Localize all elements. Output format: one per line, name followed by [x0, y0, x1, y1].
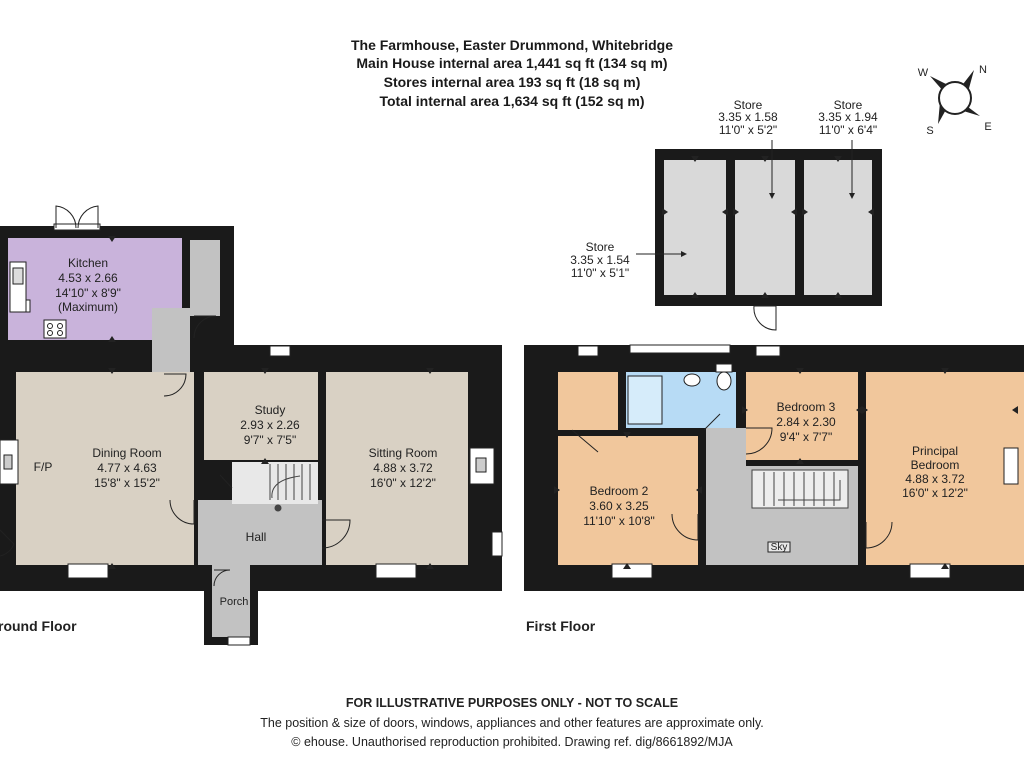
study-imperial: 9'7" x 7'5" — [244, 433, 296, 447]
kitchen-imperial: 14'10" x 8'9" — [55, 286, 121, 300]
sitting-room-name: Sitting Room — [369, 446, 438, 460]
ground-door-swings — [0, 315, 351, 587]
compass-south: S — [926, 125, 933, 137]
sitting-room-metric: 4.88 x 3.72 — [373, 461, 433, 475]
bedroom-2-metric: 3.60 x 3.25 — [589, 499, 649, 513]
utility-area — [190, 240, 220, 316]
plan-title: The Farmhouse, Easter Drummond, Whitebri… — [350, 37, 674, 53]
total-area: Total internal area 1,634 sq ft (152 sq … — [379, 93, 645, 109]
chimney-left — [577, 345, 599, 357]
fireplace-label: F/P — [34, 460, 53, 474]
store-1-metric: 3.35 x 1.58 — [718, 110, 778, 124]
bedroom-3-floor — [746, 372, 858, 460]
dining-room-metric: 4.77 x 4.63 — [97, 461, 157, 475]
chimney-bedroom-3 — [755, 345, 781, 357]
kitchen-french-doors — [53, 205, 101, 231]
stores-building: Store 3.35 x 1.58 11'0" x 5'2" Store 3.3… — [570, 98, 882, 331]
first-stairs — [751, 469, 849, 509]
ground-floor: Kitchen 4.53 x 2.66 14'10" x 8'9" (Maxim… — [0, 205, 503, 646]
store-1-imperial: 11'0" x 5'2" — [719, 123, 777, 137]
store-2-name: Store — [834, 98, 863, 112]
cistern — [715, 363, 733, 373]
first-door-swings — [571, 413, 893, 549]
store-3-imperial: 11'0" x 5'1" — [571, 266, 629, 280]
hall-floor — [198, 500, 322, 565]
sitting-room-floor — [326, 372, 468, 565]
hob — [43, 319, 67, 339]
hob-ring-icon — [57, 323, 63, 329]
rear-lobby — [152, 308, 190, 374]
disclaimer-text: The position & size of doors, windows, a… — [260, 716, 764, 730]
principal-bedroom-floor — [866, 372, 1024, 565]
hall-name: Hall — [246, 530, 267, 544]
study-floor — [204, 372, 318, 460]
basin-icon — [683, 373, 701, 387]
porch-name: Porch — [220, 596, 249, 608]
dining-room-floor — [16, 372, 194, 565]
ground-floor-label: round Floor — [0, 618, 77, 634]
toilet-icon — [716, 371, 732, 391]
bedroom-3-name: Bedroom 3 — [777, 400, 836, 414]
kitchen-note: (Maximum) — [58, 300, 118, 314]
first-windows — [611, 344, 951, 579]
shower-tray — [627, 375, 663, 425]
compass-west: W — [918, 67, 929, 79]
store-2-metric: 3.35 x 1.94 — [818, 110, 878, 124]
store-1-floor — [735, 160, 795, 295]
principal-bedroom-imperial: 16'0" x 12'2" — [902, 486, 968, 500]
bedroom-2-imperial: 11'10" x 10'8" — [583, 514, 655, 528]
store-3-metric: 3.35 x 1.54 — [570, 253, 630, 267]
store-door-swing — [753, 305, 777, 331]
stairs-area — [232, 462, 318, 504]
store-2-imperial: 11'0" x 6'4" — [819, 123, 877, 137]
first-dimension-ticks — [554, 368, 1018, 569]
landing-cupboard — [558, 372, 618, 430]
store-3-name: Store — [586, 240, 615, 254]
bedroom-3-metric: 2.84 x 2.30 — [776, 415, 836, 429]
hob-ring-icon — [47, 330, 53, 336]
store-3-floor — [664, 160, 726, 295]
bathroom-fittings — [627, 363, 733, 425]
disclaimer-heading: FOR ILLUSTRATIVE PURPOSES ONLY - NOT TO … — [345, 696, 679, 710]
principal-bedroom-name-2: Bedroom — [911, 458, 960, 472]
study-name: Study — [255, 403, 286, 417]
fireplace-stove-icon — [3, 454, 13, 470]
sink-icon — [12, 267, 24, 285]
store-2-floor — [804, 160, 872, 295]
dining-room-name: Dining Room — [92, 446, 161, 460]
compass-east: E — [984, 121, 991, 133]
stores-area: Stores internal area 193 sq ft (18 sq m) — [383, 74, 641, 90]
bedroom-2-floor — [558, 436, 698, 565]
first-floor-label: First Floor — [526, 618, 596, 634]
copyright-text: © ehouse. Unauthorised reproduction proh… — [291, 735, 733, 749]
store-dimension-ticks — [662, 156, 874, 298]
store-1-name: Store — [734, 98, 763, 112]
dining-room-imperial: 15'8" x 15'2" — [94, 476, 160, 490]
compass-north: N — [979, 64, 987, 76]
landing-floor — [706, 428, 746, 565]
principal-bedroom-metric: 4.88 x 3.72 — [905, 472, 965, 486]
ground-dimension-ticks — [108, 236, 434, 569]
main-house-area: Main House internal area 1,441 sq ft (13… — [356, 55, 668, 71]
compass-icon: N E S W — [918, 64, 992, 137]
kitchen-fittings — [9, 261, 67, 339]
hob-ring-icon — [57, 330, 63, 336]
hob-ring-icon — [47, 323, 53, 329]
ground-stairs — [269, 464, 311, 512]
study-metric: 2.93 x 2.26 — [240, 418, 300, 432]
bedroom-3-imperial: 9'4" x 7'7" — [780, 430, 832, 444]
skylight-label: Sky — [771, 542, 788, 553]
sitting-room-imperial: 16'0" x 12'2" — [370, 476, 436, 490]
porch-floor — [212, 565, 250, 637]
bedroom-2-name: Bedroom 2 — [590, 484, 649, 498]
principal-bedroom-name-1: Principal — [912, 444, 958, 458]
first-floor: Bedroom 2 3.60 x 3.25 11'10" x 10'8" Bed… — [524, 344, 1024, 634]
sitting-stove-icon — [475, 457, 487, 473]
principal-chimney-breast — [1003, 447, 1019, 485]
kitchen-metric: 4.53 x 2.66 — [58, 271, 118, 285]
study-chimney — [269, 345, 291, 357]
kitchen-name: Kitchen — [68, 256, 108, 270]
